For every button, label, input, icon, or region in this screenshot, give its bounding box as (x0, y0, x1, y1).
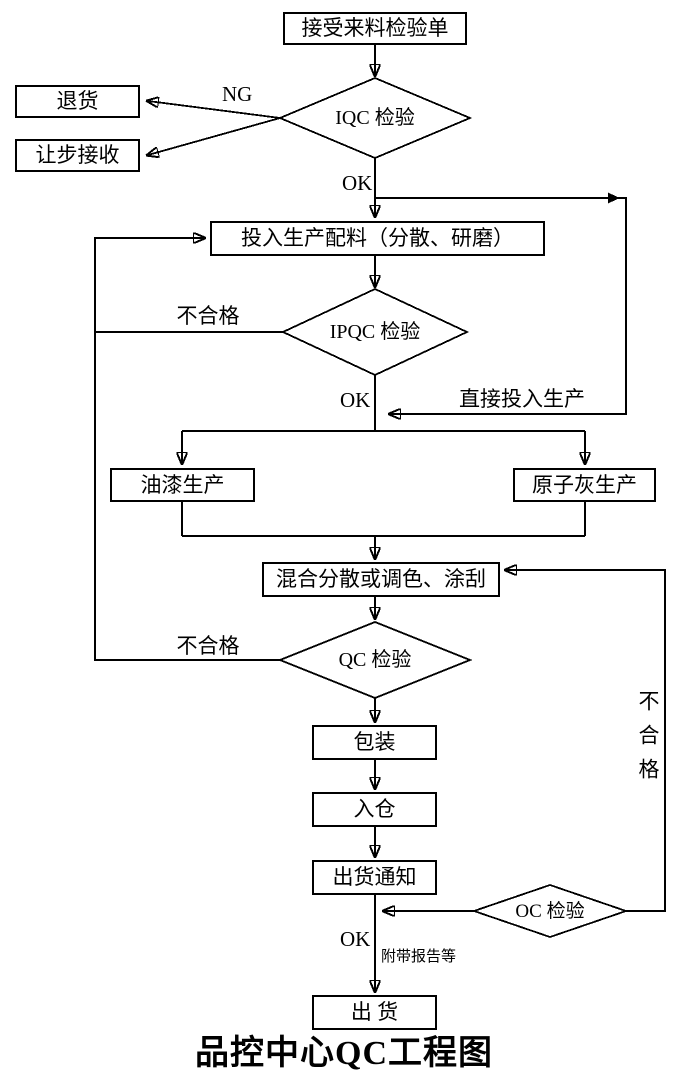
node-feeding-production: 投入生产配料（分散、研磨） (210, 221, 545, 256)
node-shipping-notice: 出货通知 (312, 860, 437, 895)
node-packing: 包装 (312, 725, 437, 760)
direct-to-production-label: 直接投入生产 (459, 387, 585, 411)
arrowhead-direct-right (608, 192, 620, 204)
edge-iqc-to-concession (148, 117, 281, 155)
node-warehousing: 入仓 (312, 792, 437, 827)
edges (94, 45, 666, 991)
ipqc-decision-label: IPQC 检验 (329, 321, 421, 343)
node-receive-inspection-form: 接受来料检验单 (283, 12, 467, 45)
ng-label: NG (222, 82, 253, 106)
iqc-diamond (277, 77, 473, 159)
edge-qc-unqualified-to-feeding (94, 238, 280, 661)
ok-label-iqc: OK (342, 171, 373, 195)
oc-decision-label: OC 检验 (515, 900, 585, 922)
node-concession-acceptance: 让步接收 (15, 139, 140, 172)
diagram-title: 品控中心QC工程图 (195, 1035, 493, 1072)
ipqc-diamond (280, 288, 470, 376)
ok-label-oc: OK (340, 927, 371, 951)
unqualified-label-oc: 不合格 (636, 690, 660, 792)
attached-report-label: 附带报告等 (381, 949, 457, 965)
node-paint-production: 油漆生产 (110, 468, 255, 502)
node-shipping: 出 货 (312, 995, 437, 1030)
node-return-goods: 退货 (15, 85, 140, 118)
edge-direct-to-production (375, 197, 627, 414)
oc-diamond (471, 884, 629, 938)
unqualified-label-qc: 不合格 (176, 634, 240, 658)
iqc-decision-label: IQC 检验 (335, 107, 415, 129)
unqualified-label-ipqc: 不合格 (176, 304, 240, 328)
edge-oc-unqualified-to-mixing (506, 570, 666, 912)
node-putty-production: 原子灰生产 (513, 468, 656, 502)
qc-diamond (277, 621, 473, 699)
ok-label-ipqc: OK (340, 388, 371, 412)
edge-iqc-to-return (148, 101, 281, 119)
node-mixing-toning: 混合分散或调色、涂刮 (262, 562, 500, 597)
qc-decision-label: QC 检验 (338, 649, 412, 671)
decision-diamonds (277, 77, 629, 938)
